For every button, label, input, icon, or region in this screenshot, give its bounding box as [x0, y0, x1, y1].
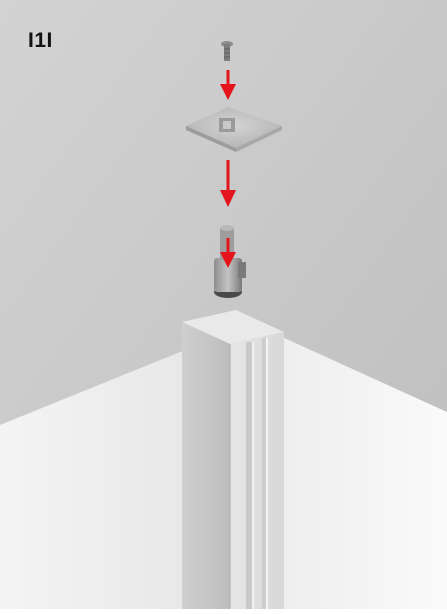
aluminum-corner-post: [182, 310, 284, 609]
step-number-label: I1I: [28, 30, 53, 51]
